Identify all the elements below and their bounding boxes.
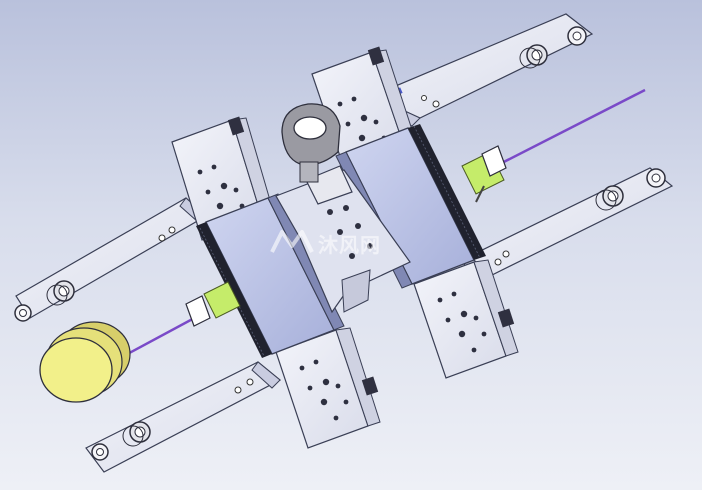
bottom-left-plate xyxy=(275,327,381,449)
yellow-drum xyxy=(39,321,131,403)
left-arm xyxy=(14,197,208,322)
right-purple-shaft xyxy=(491,88,646,170)
bottom-right-plate xyxy=(413,259,519,379)
right-arm-roller-inner xyxy=(595,185,624,211)
clamp-bracket xyxy=(281,103,353,205)
left-sensor xyxy=(185,281,241,327)
right-sensor xyxy=(461,145,507,203)
mf-logo-icon xyxy=(270,230,314,253)
left-arm-roller-outer xyxy=(14,304,32,322)
watermark-text: 沐风网 xyxy=(318,233,381,257)
lower-left-roller-outer xyxy=(91,443,109,461)
left-purple-shaft xyxy=(119,313,201,360)
lower-left-roller-inner xyxy=(122,421,151,447)
right-arm-roller-outer xyxy=(646,168,666,188)
upper-right-roller xyxy=(519,44,548,69)
lower-left-arm xyxy=(85,361,282,473)
left-arm-roller-inner xyxy=(46,280,75,306)
